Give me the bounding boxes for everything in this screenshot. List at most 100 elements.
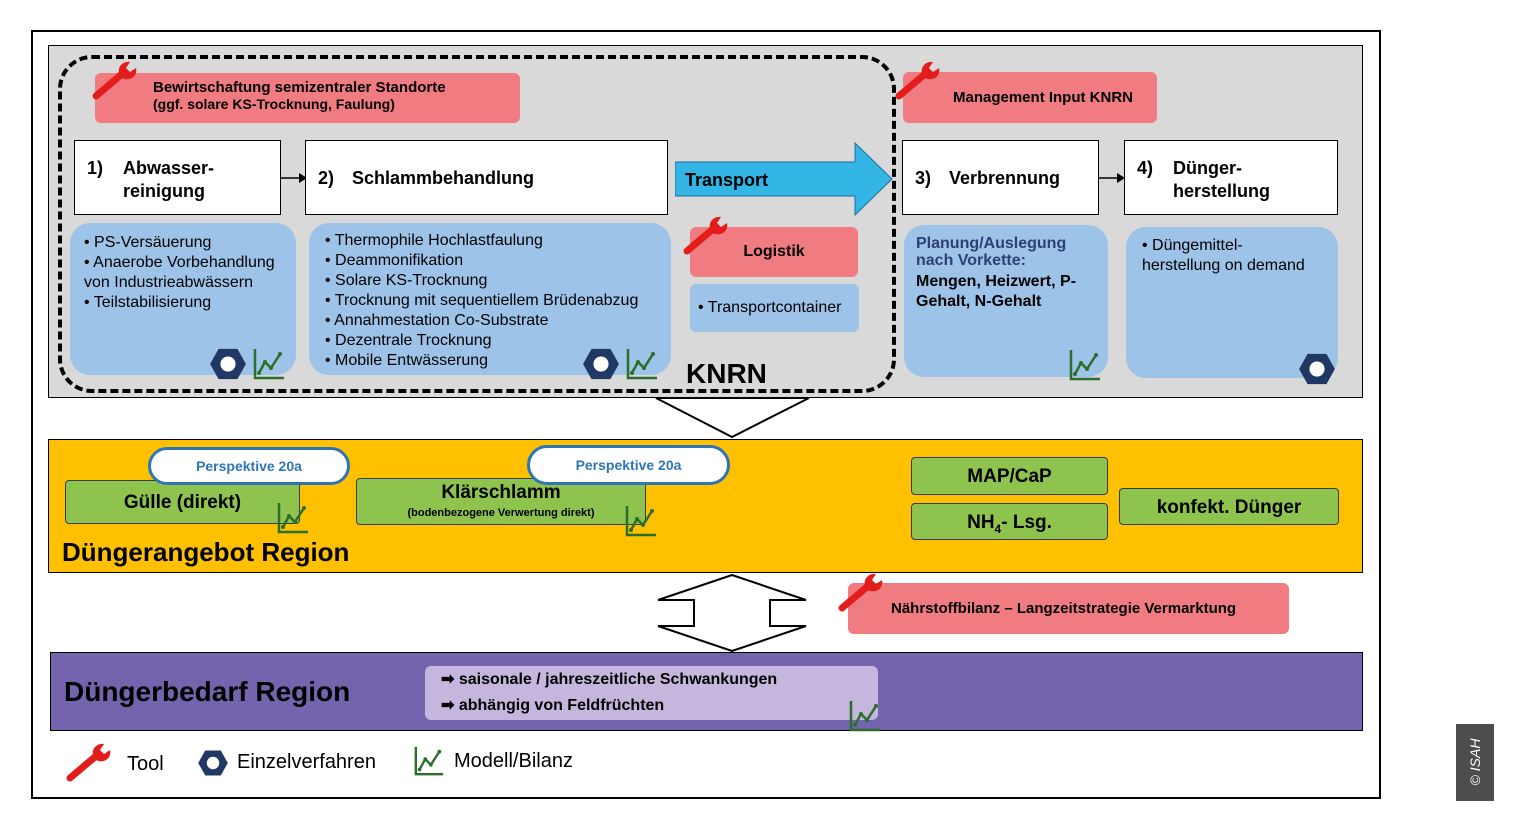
hexnut-icon — [582, 347, 620, 381]
knrn-label: KNRN — [686, 358, 767, 389]
klaerschlamm-sublabel: (bodenbezogene Verwertung direkt) — [407, 507, 595, 519]
transportcontainer-label: • Transportcontainer — [698, 299, 842, 316]
nh4-rest: - Lsg. — [1001, 512, 1052, 533]
naehrstoffbilanz-box: Nährstoffbilanz – Langzeitstrategie Verm… — [848, 583, 1289, 634]
list-item: • Trocknung mit sequentiellem Brüdenabzu… — [325, 292, 639, 309]
planung-line2: Gehalt, N-Gehalt — [916, 293, 1042, 310]
perspektive-label: Perspektive 20a — [196, 458, 302, 474]
step3-label: Verbrennung — [949, 168, 1061, 188]
planung-title1: Planung/Auslegung — [916, 235, 1067, 252]
mgmt-input-label: Management Input KNRN — [953, 89, 1133, 106]
copyright-label: © ISAH — [1467, 738, 1483, 786]
arrow-right-icon: ➡ — [441, 697, 459, 714]
modell-icon — [625, 347, 659, 381]
planung-title2: nach Vorkette: — [916, 252, 1026, 269]
modell-icon — [413, 745, 445, 777]
nh4-label: NH — [967, 512, 995, 533]
naehrstoffbilanz-label: Nährstoffbilanz – Langzeitstrategie Verm… — [891, 600, 1237, 617]
map-cap-label: MAP/CaP — [967, 466, 1052, 487]
guelle-box: Gülle (direkt) — [65, 480, 300, 524]
knrn-dashed-boundary — [58, 55, 896, 393]
arrow-step1-step2 — [281, 173, 307, 183]
step3-box: 3) Verbrennung — [902, 140, 1099, 215]
step4-number: 4) — [1137, 158, 1154, 178]
wrench-icon — [66, 742, 116, 782]
arrow-step3-step4 — [1099, 173, 1125, 183]
perspektive-label: Perspektive 20a — [575, 457, 682, 473]
duenger-herstellung-box: • Düngemittel- herstellung on demand — [1126, 227, 1338, 378]
legend-modell-label: Modell/Bilanz — [454, 750, 573, 772]
guelle-label: Gülle (direkt) — [123, 492, 242, 513]
transport-label: Transport — [685, 170, 769, 190]
step3-number: 3) — [915, 168, 932, 188]
bedarf-item: ➡ abhängig von Feldfrüchten — [441, 693, 878, 719]
klaerschlamm-label: Klärschlamm — [441, 482, 561, 503]
list-item: herstellung on demand — [1142, 257, 1305, 274]
verbrennung-box: Planung/Auslegung nach Vorkette: Mengen,… — [904, 225, 1108, 377]
perspektive-badge: Perspektive 20a — [527, 445, 730, 485]
bedarf-item-label: abhängig von Feldfrüchten — [458, 697, 665, 714]
modell-icon — [252, 347, 286, 381]
list-item: • Düngemittel- — [1142, 237, 1243, 254]
bedarf-factors-box: ➡ saisonale / jahreszeitliche Schwankung… — [425, 666, 878, 720]
wrench-icon — [92, 60, 142, 100]
nh4-box: NH4- Lsg. — [911, 503, 1108, 540]
konfekt-duenger-box: konfekt. Dünger — [1119, 488, 1339, 525]
abwasser-methods-box: • PS-Versäuerung • Anaerobe Vorbehandlun… — [70, 223, 296, 375]
perspektive-badge: Perspektive 20a — [148, 447, 350, 485]
step1-box: 1) Abwasser- reinigung — [74, 140, 281, 215]
mgmt-semizentral-box: Bewirtschaftung semizentraler Standorte … — [95, 73, 520, 123]
double-arrow-angebot-bedarf — [657, 574, 807, 652]
logistik-box: Logistik — [690, 227, 858, 277]
bedarf-item-label: saisonale / jahreszeitliche Schwankungen — [458, 671, 778, 688]
step1-line1: Abwasser- — [123, 158, 215, 178]
wrench-icon — [895, 60, 945, 100]
copyright-badge: © ISAH — [1456, 724, 1494, 801]
list-item: • Anaerobe Vorbehandlung — [84, 254, 275, 271]
mgmt-input-box: Management Input KNRN — [903, 72, 1157, 123]
modell-icon — [276, 501, 310, 535]
modell-icon — [1068, 348, 1102, 382]
step2-label: Schlammbehandlung — [352, 168, 535, 188]
logistik-label: Logistik — [743, 243, 805, 260]
step1-line2: reinigung — [123, 181, 205, 201]
modell-icon — [624, 504, 658, 538]
list-item: • Deammonifikation — [325, 252, 464, 269]
arrow-down-to-angebot — [655, 397, 810, 439]
list-item: • Solare KS-Trocknung — [325, 272, 488, 289]
mgmt-semizentral-line2: (ggf. solare KS-Trocknung, Faulung) — [153, 96, 395, 112]
list-item: • Dezentrale Trocknung — [325, 332, 492, 349]
bedarf-item: ➡ saisonale / jahreszeitliche Schwankung… — [441, 667, 878, 693]
arrow-right-icon: ➡ — [441, 671, 459, 688]
diagram-frame — [31, 30, 1381, 799]
step1-number: 1) — [87, 158, 104, 178]
hexnut-icon — [1298, 352, 1336, 386]
mgmt-semizentral-line1: Bewirtschaftung semizentraler Standorte — [153, 79, 446, 96]
step4-line1: Dünger- — [1173, 158, 1242, 178]
step4-line2: herstellung — [1173, 181, 1271, 201]
list-item: • Mobile Entwässerung — [325, 352, 489, 369]
hexnut-icon — [197, 749, 229, 777]
planung-line1: Mengen, Heizwert, P- — [916, 273, 1077, 290]
list-item: • Thermophile Hochlastfaulung — [325, 232, 543, 249]
step4-box: 4) Dünger- herstellung — [1124, 140, 1338, 215]
list-item: • Annahmestation Co-Substrate — [325, 312, 549, 329]
legend-tool-label: Tool — [127, 753, 164, 775]
list-item: • PS-Versäuerung — [84, 234, 212, 251]
step2-box: 2) Schlammbehandlung — [305, 140, 668, 215]
klaerschlamm-box: Klärschlamm (bodenbezogene Verwertung di… — [356, 478, 646, 525]
list-item: von Industrieabwässern — [84, 274, 253, 291]
transportcontainer-box: • Transportcontainer — [690, 284, 859, 332]
legend-einzel-label: Einzelverfahren — [237, 751, 376, 773]
wrench-icon — [838, 572, 888, 612]
duengerangebot-title: Düngerangebot Region — [62, 537, 350, 567]
duengerbedarf-title: Düngerbedarf Region — [64, 676, 351, 707]
hexnut-icon — [209, 347, 247, 381]
konfekt-duenger-label: konfekt. Dünger — [1156, 497, 1302, 518]
transport-arrow — [675, 142, 893, 216]
nh4-subscript: 4 — [994, 521, 1002, 536]
map-cap-box: MAP/CaP — [911, 457, 1108, 495]
step2-number: 2) — [318, 168, 335, 188]
wrench-icon — [683, 215, 733, 255]
modell-icon — [848, 699, 882, 733]
